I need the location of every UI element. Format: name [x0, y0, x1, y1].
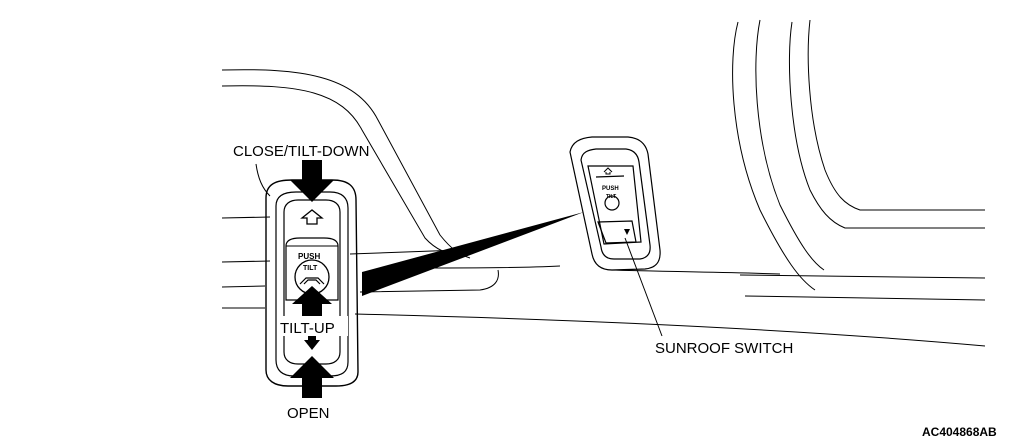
figure-code: AC404868AB: [922, 425, 997, 439]
zoom-connector: [362, 212, 584, 296]
open-arrow: [290, 356, 334, 398]
switch-push-label: PUSH: [298, 252, 320, 261]
close-arrow-icon: [300, 209, 324, 225]
close-tilt-down-leader: [255, 163, 271, 197]
close-tilt-down-label: CLOSE/TILT-DOWN: [233, 143, 369, 160]
open-label: OPEN: [287, 405, 330, 422]
installed-switch-push-label: PUSH: [602, 186, 619, 192]
interior-outline: [221, 19, 986, 347]
close-tilt-down-arrow: [290, 160, 334, 202]
tilt-up-arrow: [292, 286, 332, 320]
switch-tilt-label: TILT: [303, 265, 318, 272]
installed-switch-up-arrow-icon: [603, 167, 613, 175]
installed-switch-tilt-label: TILT: [606, 194, 616, 200]
installed-switch-bezel: [569, 136, 661, 271]
tilt-roof-icon: [299, 277, 325, 285]
tilt-up-label: TILT-UP: [280, 320, 335, 337]
enlarged-switch: [265, 179, 359, 387]
sunroof-switch-label: SUNROOF SWITCH: [655, 340, 793, 357]
tilt-up-label-bg: [278, 316, 348, 336]
installed-switch-down-arrow-icon: [624, 229, 630, 235]
open-arrow-icon: [304, 340, 320, 350]
sunroof-switch-leader: [624, 237, 663, 337]
open-arrow-stem: [308, 334, 316, 341]
